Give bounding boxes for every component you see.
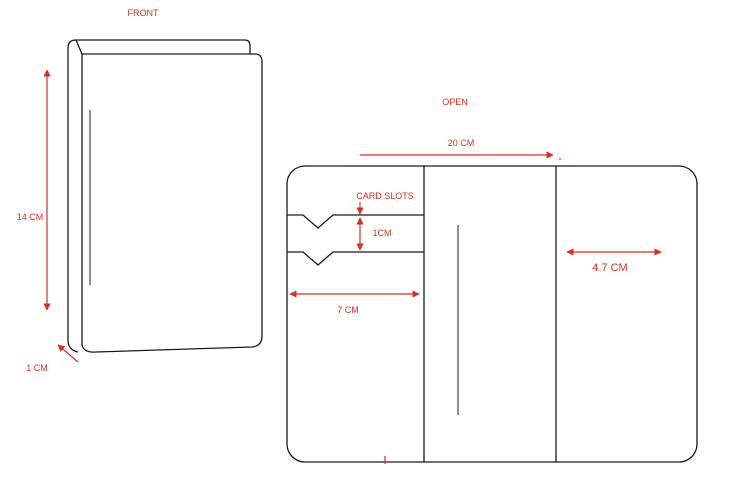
- slot-height-label: 1CM: [372, 228, 391, 238]
- card-slots-label: CARD SLOTS: [356, 191, 414, 201]
- closed-wallet: [67, 39, 263, 353]
- front-depth-arrow: [57, 344, 79, 363]
- open-width-label: 20 CM: [448, 138, 475, 148]
- front-title: FRONT: [128, 8, 159, 18]
- slot-width-label: 7 CM: [337, 305, 359, 315]
- front-depth-label: 1 CM: [26, 363, 48, 373]
- open-title: OPEN: [442, 97, 468, 107]
- right-panel-label: 4.7 CM: [592, 262, 627, 274]
- open-wallet: [286, 165, 698, 463]
- front-height-label: 14 CM: [17, 212, 44, 222]
